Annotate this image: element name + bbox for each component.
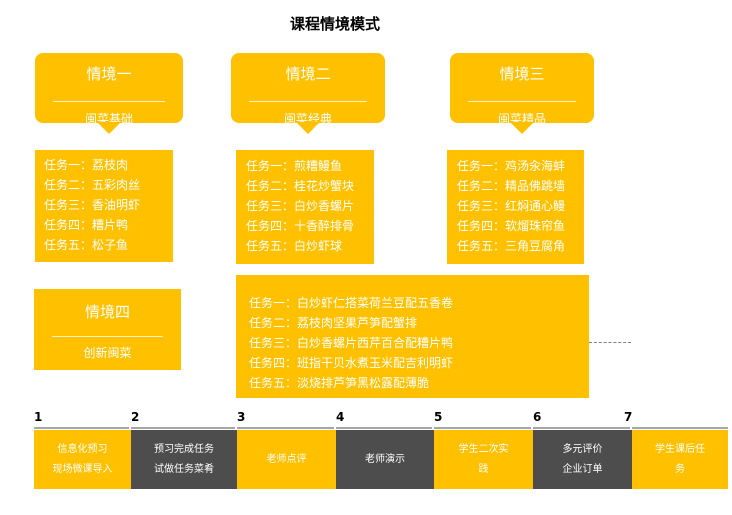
step-number-3: 3 xyxy=(237,410,246,424)
scene-2-pointer xyxy=(296,122,320,134)
task-item: 任务四：糟片鸭 xyxy=(44,218,129,232)
scene-4-box: 情境四 创新闽菜 xyxy=(34,289,181,370)
scene-1-pointer xyxy=(97,122,121,134)
step-3-text-line-1: 老师点评 xyxy=(266,453,307,465)
step-6-box: 多元评价 企业订单 xyxy=(533,430,632,489)
task-item: 任务四：十香醉排骨 xyxy=(246,219,355,233)
step-7-text-line-1: 学生课后任 xyxy=(655,443,705,455)
step-5-line xyxy=(434,427,531,429)
step-4-box: 老师演示 xyxy=(336,430,434,489)
step-4-text-line-1: 老师演示 xyxy=(365,453,405,465)
scene-4-divider xyxy=(52,336,163,337)
task-item: 任务三：香油明虾 xyxy=(44,198,141,212)
task-list-4: 任务一：白炒虾仁搭菜荷兰豆配五香卷 任务二：荔枝肉坚果芦笋配蟹排 任务三：白炒香… xyxy=(236,275,589,398)
step-2-text-line-1: 预习完成任务 xyxy=(154,443,214,455)
step-2-box: 预习完成任务 试做任务菜肴 xyxy=(131,430,237,489)
task-item: 任务一：白炒虾仁搭菜荷兰豆配五香卷 xyxy=(249,296,454,310)
scene-1-name: 情境一 xyxy=(86,65,132,83)
scene-4-subtitle: 创新闽菜 xyxy=(83,346,132,360)
task-item: 任务一：荔枝肉 xyxy=(44,158,129,172)
scene-3-pointer xyxy=(510,122,534,134)
scene-4-name: 情境四 xyxy=(84,303,130,321)
task-item: 任务五：淡烧排芦笋黑松露配薄脆 xyxy=(249,376,430,390)
task-list-3: 任务一：鸡汤汆海蚌 任务二：精品佛跳墙 任务三：红焖通心鳗 任务四：软熘珠帘鱼 … xyxy=(447,150,584,264)
step-7-text-line-2: 务 xyxy=(675,463,685,475)
step-7-box: 学生课后任 务 xyxy=(632,430,728,489)
step-1-box: 信息化预习 现场微课导入 xyxy=(34,430,131,489)
scene-3-name: 情境三 xyxy=(499,65,545,83)
step-5-text-line-1: 学生二次实 xyxy=(458,443,509,455)
step-5-text-line-2: 践 xyxy=(478,463,489,475)
scene-2-divider xyxy=(249,101,367,102)
step-7-line xyxy=(632,427,728,429)
scene-2-name: 情境二 xyxy=(285,65,331,83)
task-item: 任务二：精品佛跳墙 xyxy=(457,179,566,193)
task-item: 任务五：松子鱼 xyxy=(44,238,129,252)
scene-2-box: 情境二 闽菜经典 xyxy=(231,53,385,134)
step-1-text-line-1: 信息化预习 xyxy=(57,443,108,455)
task-list-1: 任务一：荔枝肉 任务二：五彩肉丝 任务三：香油明虾 任务四：糟片鸭 任务五：松子… xyxy=(35,150,173,262)
step-4-line xyxy=(336,427,432,429)
scene-1-divider xyxy=(53,101,165,102)
task-item: 任务三：白炒香螺片西芹百合配糟片鸭 xyxy=(249,336,454,350)
step-3-line xyxy=(237,427,334,429)
step-6-line xyxy=(533,427,630,429)
task-item: 任务三：红焖通心鳗 xyxy=(457,199,566,213)
step-6-text-line-2: 企业订单 xyxy=(562,463,603,475)
step-number-7: 7 xyxy=(624,410,633,424)
step-1-text-line-2: 现场微课导入 xyxy=(52,463,113,475)
scene-1-box: 情境一 闽菜基础 xyxy=(35,53,183,134)
task-item: 任务三：白炒香螺片 xyxy=(246,199,355,213)
step-6-text-line-1: 多元评价 xyxy=(562,443,603,455)
step-1-line xyxy=(34,427,129,429)
step-2-text-line-2: 试做任务菜肴 xyxy=(154,463,214,475)
task-item: 任务一：鸡汤汆海蚌 xyxy=(457,159,566,173)
task-item: 任务五：白炒虾球 xyxy=(246,239,343,253)
task-item: 任务四：软熘珠帘鱼 xyxy=(457,219,566,233)
step-number-1: 1 xyxy=(34,410,43,424)
scene-3-box: 情境三 闽菜精品 xyxy=(450,53,594,134)
step-number-5: 5 xyxy=(434,410,443,424)
step-3-box: 老师点评 xyxy=(237,430,336,489)
dashed-connector xyxy=(589,342,631,343)
step-number-2: 2 xyxy=(131,410,140,424)
task-list-2: 任务一：煎糟鳗鱼 任务二：桂花炒蟹块 任务三：白炒香螺片 任务四：十香醉排骨 任… xyxy=(236,150,374,264)
step-number-4: 4 xyxy=(336,410,345,424)
task-item: 任务一：煎糟鳗鱼 xyxy=(246,159,343,173)
scene-3-divider xyxy=(468,101,576,102)
step-2-line xyxy=(131,427,235,429)
step-number-6: 6 xyxy=(533,410,542,424)
task-item: 任务二：荔枝肉坚果芦笋配蟹排 xyxy=(249,316,418,330)
task-item: 任务五：三角豆腐角 xyxy=(457,239,566,253)
task-item: 任务四：班指干贝水煮玉米配吉利明虾 xyxy=(249,356,454,370)
step-5-box: 学生二次实 践 xyxy=(434,430,533,489)
task-item: 任务二：五彩肉丝 xyxy=(44,178,141,192)
page-title: 课程情境模式 xyxy=(289,15,380,33)
task-item: 任务二：桂花炒蟹块 xyxy=(246,179,355,193)
